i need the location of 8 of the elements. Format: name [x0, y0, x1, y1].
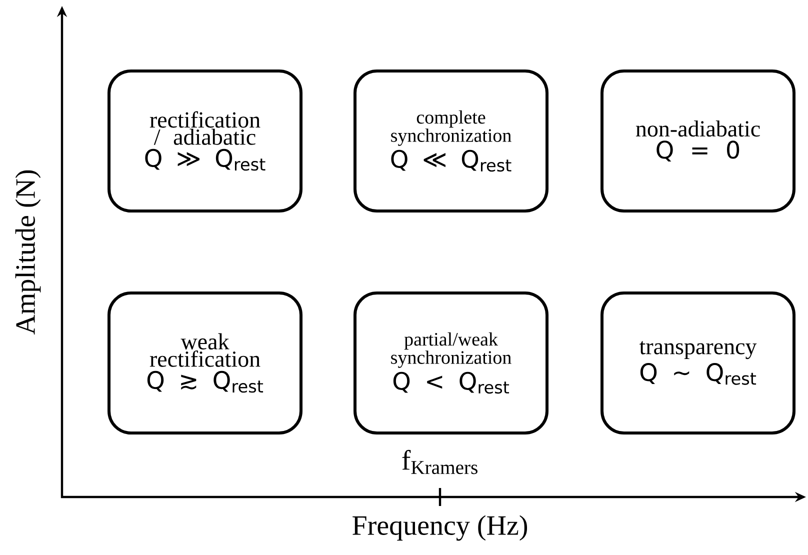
- state-box: transparency Q ~ Q$_{rest}$: [600, 292, 796, 434]
- state-box: non-adiabatic Q = 0: [600, 70, 796, 212]
- axis-label: Frequency (Hz): [352, 515, 528, 541]
- state-box: rectification / adiabatic Q ≫ Q$_{rest}$: [108, 70, 302, 212]
- axis-label: Amplitude (N): [15, 170, 41, 335]
- state-box: weak rectification Q ≳ Q$_{rest}$: [108, 292, 302, 434]
- state-box: complete synchronization Q ≪ Q$_{rest}$: [354, 70, 548, 212]
- state-box: partial/weak synchronization Q < Q$_{rest}$: [354, 292, 548, 434]
